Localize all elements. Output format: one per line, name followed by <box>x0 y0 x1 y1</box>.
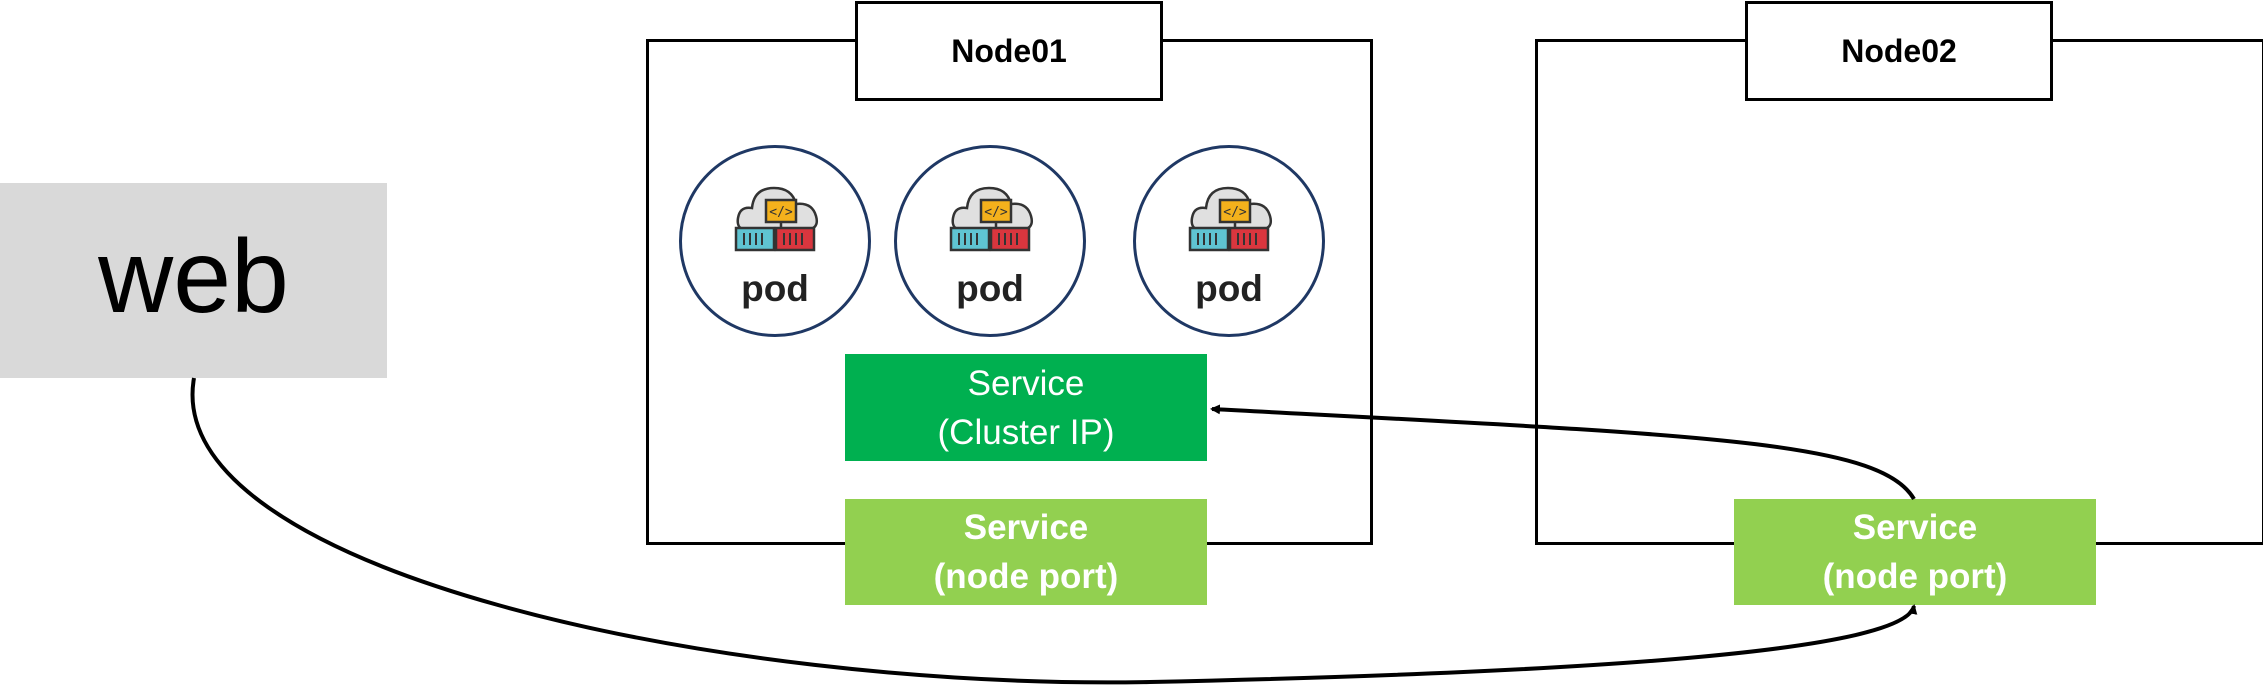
pod-1: </> pod <box>679 145 871 337</box>
web-client-box: web <box>0 183 387 378</box>
service-node-port-line2: (node port) <box>1822 557 2008 596</box>
service-node-port-line1: Service <box>963 508 1089 547</box>
node01-label-box: Node01 <box>855 1 1163 101</box>
cloud-container-icon: </> <box>1188 186 1272 252</box>
node02-label: Node02 <box>1841 32 1957 69</box>
svg-text:</>: </> <box>1223 205 1247 220</box>
service-node-port-node02: Service (node port) <box>1734 499 2096 605</box>
service-cluster-ip: Service (Cluster IP) <box>845 354 1207 461</box>
service-node-port-line2: (node port) <box>933 557 1119 596</box>
pod-2: </> pod <box>894 145 1086 337</box>
pod-label: pod <box>741 268 809 309</box>
cloud-container-icon: </> <box>949 186 1033 252</box>
service-cluster-ip-line1: Service <box>967 363 1085 403</box>
service-cluster-ip-line2: (Cluster IP) <box>937 412 1115 452</box>
pod-3: </> pod <box>1133 145 1325 337</box>
web-label: web <box>98 218 289 335</box>
web-to-node-port-arrow <box>190 377 1918 685</box>
svg-text:</>: </> <box>984 205 1008 220</box>
service-node-port-line1: Service <box>1852 508 1978 547</box>
node-port-to-cluster-ip-arrow <box>1210 404 1916 501</box>
service-node-port-node01: Service (node port) <box>845 499 1207 605</box>
cloud-container-icon: </> <box>734 186 818 252</box>
node01-label: Node01 <box>951 32 1067 69</box>
pod-label: pod <box>1195 268 1263 309</box>
node02-label-box: Node02 <box>1745 1 2053 101</box>
svg-text:</>: </> <box>769 205 793 220</box>
pod-label: pod <box>956 268 1024 309</box>
